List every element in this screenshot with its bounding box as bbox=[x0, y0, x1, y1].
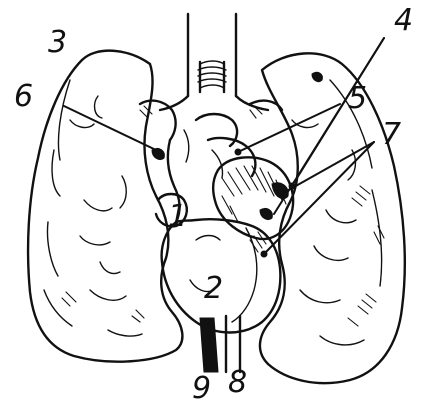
label-9: 9 bbox=[192, 371, 211, 406]
left-lung bbox=[28, 51, 182, 362]
label-6: 6 bbox=[14, 79, 33, 114]
right-lung bbox=[260, 53, 405, 383]
label-4: 4 bbox=[394, 3, 413, 38]
lower-vessels bbox=[200, 316, 240, 372]
label-1: 1 bbox=[168, 199, 187, 234]
great-vessels bbox=[140, 101, 282, 222]
label-7: 7 bbox=[382, 117, 401, 152]
label-5: 5 bbox=[348, 81, 367, 116]
label-2: 2 bbox=[204, 271, 223, 306]
label-8: 8 bbox=[228, 365, 247, 400]
trachea bbox=[160, 14, 268, 110]
label-3: 3 bbox=[48, 25, 67, 60]
leader-5 bbox=[238, 104, 340, 152]
